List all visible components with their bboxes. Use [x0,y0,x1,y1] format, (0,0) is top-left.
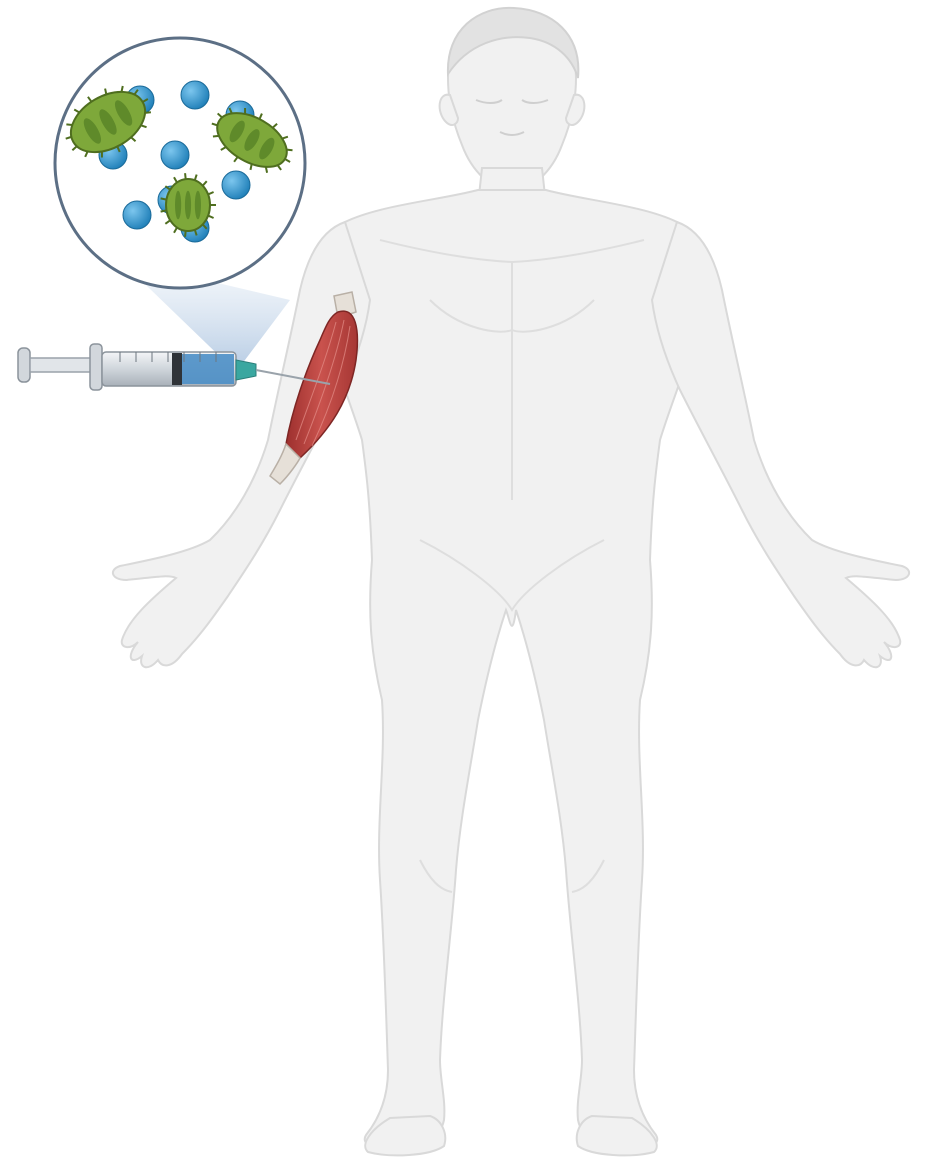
plunger-rod [30,358,92,372]
right-arm [652,222,909,667]
vaccine-particle [181,81,209,109]
finger-flange [90,344,102,390]
vaccine-liquid [182,354,234,384]
plunger-stopper [172,353,182,385]
vaccine-particle [222,171,250,199]
vaccine-particle [161,141,189,169]
syringe-tip [236,360,256,380]
vaccine-particle [123,201,151,229]
magnified-vaccine-contents [53,38,305,288]
plunger-thumb [18,348,30,382]
